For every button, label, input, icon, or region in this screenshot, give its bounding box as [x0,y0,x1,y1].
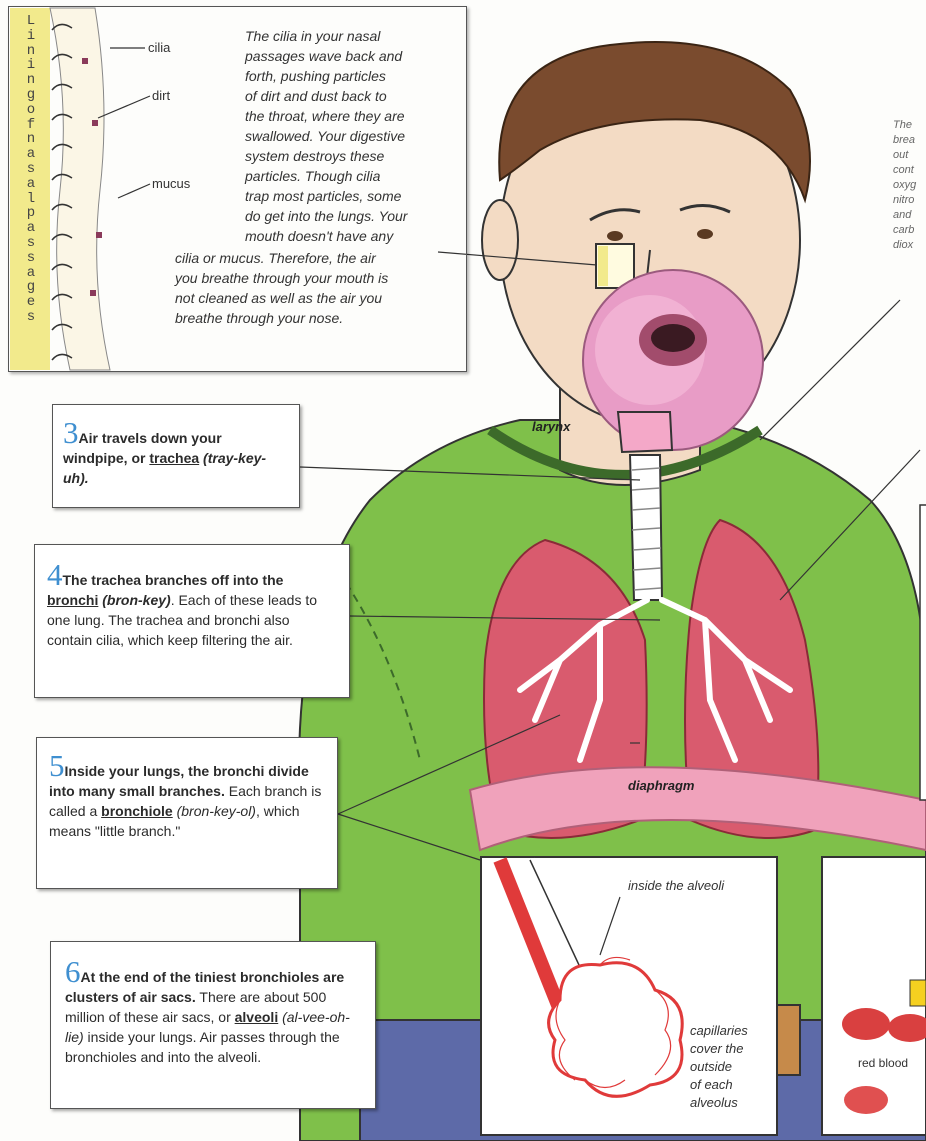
larynx-shape [618,412,672,452]
nasal-line: passages wave back and [245,46,460,66]
nasal-line: do get into the lungs. Your [245,206,460,226]
capillaries-line: outside [690,1058,748,1076]
nasal-vertical-label: Lining of nasal passages [24,14,38,325]
nasal-line: breathe through your nose. [175,308,445,328]
nasal-line: system destroys these [245,146,460,166]
inside-alveoli-label: inside the alveoli [628,876,724,896]
pronunciation: (bron-key) [98,592,170,608]
nasal-line: trap most particles, some [245,186,460,206]
capillaries-label: capillaries cover the outside of each al… [690,1022,748,1112]
nasal-line: The cilia in your nasal [245,26,460,46]
edge-line: brea [893,133,926,148]
edge-line: The [893,118,926,133]
step-detail: inside your lungs. Air passes through th… [65,1029,340,1065]
nasal-line: the throat, where they are [245,106,460,126]
step-6-box: 6At the end of the tiniest bronchioles a… [50,941,376,1109]
red-blood-label: red blood [858,1056,908,1070]
dirt-label: dirt [152,88,170,103]
step-number: 3 [63,415,79,450]
edge-line: nitro [893,193,926,208]
nasal-line: cilia or mucus. Therefore, the air [175,248,445,268]
nasal-line: of dirt and dust back to [245,86,460,106]
term-alveoli: alveoli [235,1009,279,1025]
step-5-box: 5Inside your lungs, the bronchi divide i… [36,737,338,889]
nasal-line: you breathe through your mouth is [175,268,445,288]
edge-line: cont [893,163,926,178]
larynx-label: larynx [532,419,570,434]
term-bronchi: bronchi [47,592,98,608]
diaphragm-label: diaphragm [628,778,694,793]
right-edge-note: The brea out cont oxyg nitro and carb di… [893,118,926,253]
step-3-box: 3Air travels down your windpipe, or trac… [52,404,300,508]
edge-line: diox [893,238,926,253]
mucus-label: mucus [152,176,190,191]
capillaries-line: alveolus [690,1094,748,1112]
capillaries-line: capillaries [690,1022,748,1040]
pronunciation: (bron-key-ol) [173,803,256,819]
edge-line: and [893,208,926,223]
nasal-line: particles. Though cilia [245,166,460,186]
edge-line: out [893,148,926,163]
term-bronchiole: bronchiole [101,803,173,819]
capillaries-line: of each [690,1076,748,1094]
nasal-explanation-cont: cilia or mucus. Therefore, the air you b… [175,248,445,328]
edge-line: carb [893,223,926,238]
capillaries-line: cover the [690,1040,748,1058]
step-number: 4 [47,557,63,592]
nasal-line: mouth doesn't have any [245,226,460,246]
nasal-line: swallowed. Your digestive [245,126,460,146]
nasal-explanation: The cilia in your nasal passages wave ba… [245,26,460,246]
step-number: 6 [65,954,81,989]
cilia-label: cilia [148,40,170,55]
term-trachea: trachea [149,450,199,466]
step-text: The trachea branches off into the [63,572,284,588]
step-4-box: 4The trachea branches off into the bronc… [34,544,350,698]
edge-line: oxyg [893,178,926,193]
nasal-line: forth, pushing particles [245,66,460,86]
step-number: 5 [49,748,65,783]
nasal-line: not cleaned as well as the air you [175,288,445,308]
